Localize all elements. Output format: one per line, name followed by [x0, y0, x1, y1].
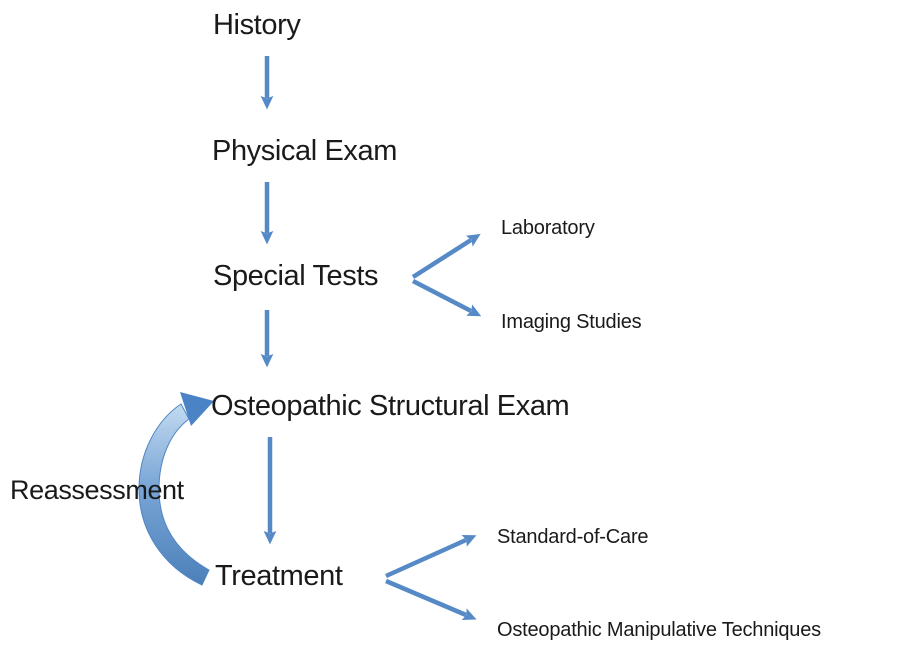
- node-osteopathic-structural-exam: Osteopathic Structural Exam: [211, 390, 570, 422]
- arrow-special-tests-to-imaging-studies: [411, 279, 482, 317]
- reassessment-curved-arrow: [138, 392, 214, 586]
- arrow-special-tests-to-laboratory: [411, 233, 481, 279]
- node-physical-exam: Physical Exam: [212, 135, 397, 167]
- node-laboratory: Laboratory: [501, 217, 595, 239]
- arrow-treatment-to-osteopathic-manipulative-techniques: [385, 578, 477, 621]
- node-imaging-studies: Imaging Studies: [501, 311, 642, 333]
- arrow-treatment-to-standard-of-care: [385, 535, 477, 579]
- node-osteopathic-manipulative-techniques: Osteopathic Manipulative Techniques: [497, 619, 821, 641]
- reassessment-arrow-body: [138, 403, 210, 586]
- node-history: History: [213, 9, 301, 41]
- reassessment-arrow-head: [180, 392, 214, 426]
- node-treatment: Treatment: [215, 560, 343, 592]
- node-standard-of-care: Standard-of-Care: [497, 526, 649, 548]
- node-reassessment: Reassessment: [10, 475, 184, 505]
- node-special-tests: Special Tests: [213, 260, 379, 292]
